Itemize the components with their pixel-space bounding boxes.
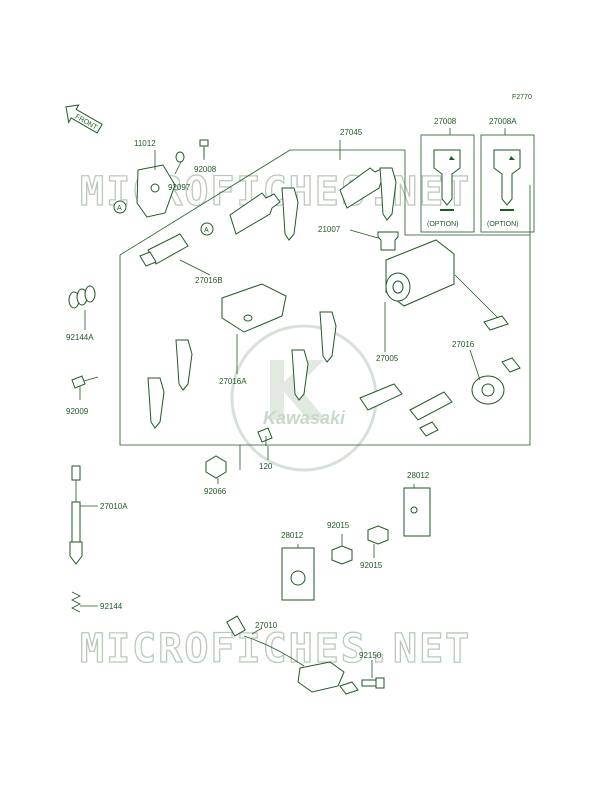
- front-arrow-icon: FRONT: [65, 104, 103, 134]
- label-120: 120: [259, 462, 273, 471]
- label-28012-left: 28012: [281, 531, 304, 540]
- part-92066-grommet: [205, 455, 227, 479]
- part-27005-switch: [385, 239, 509, 331]
- label-92066: 92066: [204, 487, 227, 496]
- option-label-27008: (OPTION): [427, 221, 459, 228]
- label-27016A: 27016A: [219, 377, 247, 386]
- part-27016-lock: [359, 357, 521, 437]
- label-27045: 27045: [340, 128, 363, 137]
- part-28012-plate-left: [281, 547, 315, 601]
- part-28012-plate-right: [403, 487, 431, 537]
- ref-marker-a-mid-text: A: [204, 227, 209, 234]
- ref-marker-a-left: [113, 200, 127, 214]
- label-92097: 92097: [168, 183, 191, 192]
- option-box-27008: [420, 134, 475, 233]
- part-92150-screw: [361, 677, 385, 689]
- label-27005: 27005: [376, 354, 399, 363]
- option-box-27008A: [480, 134, 535, 233]
- part-27016B-cylinder: [139, 233, 189, 267]
- label-92150: 92150: [359, 651, 382, 660]
- label-92015-upper: 92015: [327, 521, 350, 530]
- label-28012-right: 28012: [407, 471, 430, 480]
- option-key-27008: [433, 149, 461, 211]
- part-27010A-switch: [69, 465, 83, 565]
- label-92009: 92009: [66, 407, 89, 416]
- label-11012: 11012: [134, 139, 156, 148]
- label-27010: 27010: [255, 621, 278, 630]
- label-27010A: 27010A: [100, 502, 128, 511]
- part-27045-keys: [229, 167, 397, 241]
- part-92097-washer: [175, 151, 185, 163]
- label-92015-lower: 92015: [360, 561, 383, 570]
- part-120-collar: [257, 427, 273, 446]
- part-92144A-spring: [68, 285, 96, 309]
- ref-marker-a-left-text: A: [117, 205, 122, 212]
- label-27008: 27008: [434, 117, 457, 126]
- figure-code: F2770: [512, 94, 532, 101]
- svg-text:Kawasaki: Kawasaki: [263, 408, 346, 428]
- part-11012-bracket: [136, 164, 176, 218]
- part-92015-nut-right: [367, 525, 389, 545]
- label-27008A: 27008A: [489, 117, 517, 126]
- label-27016B: 27016B: [195, 276, 223, 285]
- label-21007: 21007: [318, 225, 341, 234]
- kawasaki-logo: Kawasaki: [230, 324, 378, 472]
- part-21007-cap: [377, 231, 399, 251]
- assembly-outline: [119, 149, 531, 446]
- label-92144A: 92144A: [66, 333, 94, 342]
- label-92008: 92008: [194, 165, 217, 174]
- label-27016: 27016: [452, 340, 475, 349]
- label-92144: 92144: [100, 602, 123, 611]
- part-lock-body: [221, 283, 287, 333]
- ref-marker-a-mid: [200, 222, 214, 236]
- option-label-27008A: (OPTION): [487, 221, 519, 228]
- part-92015-nut-left: [331, 545, 353, 565]
- leader-lines: [79, 128, 506, 678]
- option-key-27008A: [493, 149, 521, 211]
- part-switch-keys: [147, 311, 337, 429]
- part-92009-bolt: [71, 375, 99, 389]
- part-27010-switch: [226, 615, 359, 695]
- part-92144-spring: [71, 591, 81, 613]
